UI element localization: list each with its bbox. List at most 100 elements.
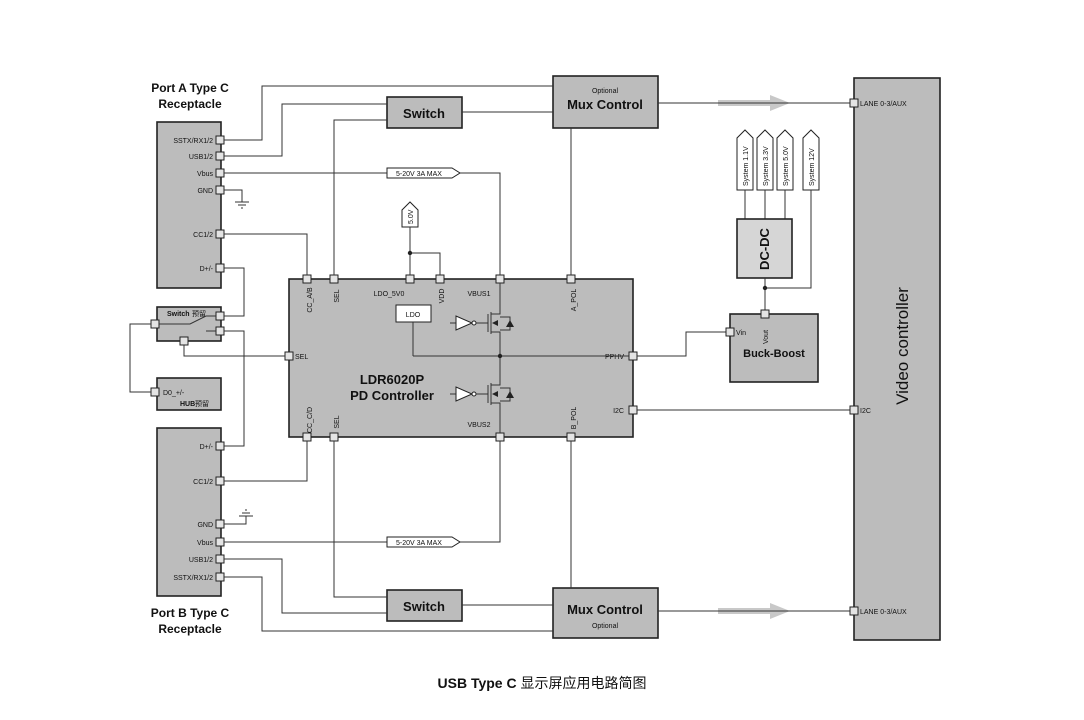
hub-suffix: 预留: [195, 399, 209, 408]
caption-rest: 显示屏应用电路简图: [517, 675, 647, 691]
pd-pin-pphv: PPHV: [605, 354, 624, 361]
switch-contact: [159, 315, 216, 325]
buck-vout-label: Vout: [763, 330, 770, 344]
pd-pin-ldo5v0: LDO_5V0: [374, 291, 405, 298]
pin: [405, 274, 415, 284]
video-controller-label: Video controller: [893, 287, 912, 405]
mux-bottom-block: [552, 587, 659, 639]
hub-label: HUB: [180, 401, 195, 408]
pin: [215, 311, 225, 321]
port-b-receptacle: [156, 427, 222, 597]
rail-tag: [802, 129, 820, 191]
pin: [215, 554, 225, 564]
switch-reserved-suffix: 预留: [192, 309, 206, 318]
pin: [215, 168, 225, 178]
pd-pin-cc-cd: CC_C/D: [307, 407, 314, 433]
rail-tag: [756, 129, 774, 191]
port-b-pin-vbus: Vbus: [197, 540, 213, 547]
mux-top-optional: Optional: [592, 88, 619, 95]
pd-pin-apol: A_POL: [571, 289, 578, 312]
pin: [179, 336, 189, 346]
caption-bold: USB Type C: [438, 675, 517, 691]
tag-5v0: [401, 201, 419, 228]
pin: [215, 476, 225, 486]
pin: [215, 185, 225, 195]
switch-bottom-block: [386, 589, 463, 622]
pin: [495, 432, 505, 442]
hub-pin-label: D0_+/-: [163, 390, 185, 397]
tag-5v0-label: 5.0V: [408, 209, 415, 224]
pin: [215, 441, 225, 451]
gate-driver-1: [450, 315, 488, 331]
port-b-pin-cc: CC1/2: [193, 479, 213, 486]
port-a-title-2: Receptacle: [158, 97, 222, 111]
pin: [215, 572, 225, 582]
vbus-tag-bottom: [386, 536, 461, 548]
video-i2c: I2C: [860, 408, 871, 415]
buck-boost-label: Buck-Boost: [743, 348, 805, 360]
pd-pin-i2c: I2C: [613, 408, 624, 415]
rail-tag: [736, 129, 754, 191]
vbus-tag-bottom-label: 5-20V 3A MAX: [396, 540, 442, 547]
ground-symbol-a: [224, 189, 249, 209]
port-a-receptacle: [156, 121, 222, 289]
pin: [215, 151, 225, 161]
port-a-title-1: Port A Type C: [151, 81, 229, 95]
switch-bottom-label: Switch: [403, 599, 445, 614]
video-controller-block: [853, 77, 941, 641]
pd-title-1: LDR6020P: [360, 372, 425, 387]
buck-boost-block: [729, 313, 819, 383]
dcdc-block: [736, 218, 793, 279]
port-b-pins: D+/- CC1/2 GND Vbus USB1/2 SSTX/RX1/2: [173, 441, 225, 582]
ground-symbol-b: [224, 509, 253, 525]
pin: [725, 327, 735, 337]
dcdc-label: DC-DC: [757, 227, 772, 269]
pin: [302, 432, 312, 442]
port-a-pin-usb: USB1/2: [189, 154, 213, 161]
switch-reserved-label: Switch: [167, 311, 190, 318]
rail-3v3-label: System 3.3V: [763, 146, 770, 186]
figure-caption: USB Type C 显示屏应用电路简图: [438, 675, 647, 691]
mux-top-label: Mux Control: [567, 97, 643, 112]
pin: [849, 98, 859, 108]
rail-12v-label: System 12V: [809, 148, 816, 186]
port-a-pin-vbus: Vbus: [197, 171, 213, 178]
port-b-pin-gnd: GND: [197, 522, 213, 529]
mux-bottom-label: Mux Control: [567, 602, 643, 617]
port-b-title-2: Receptacle: [158, 622, 222, 636]
port-a-pin-dpdm: D+/-: [200, 266, 214, 273]
port-b-pin-dpdm: D+/-: [200, 444, 214, 451]
vbus-tag-top-label: 5-20V 3A MAX: [396, 171, 442, 178]
pin: [215, 229, 225, 239]
pd-pin-vbus1: VBUS1: [468, 291, 491, 298]
pin: [215, 135, 225, 145]
pin: [849, 606, 859, 616]
pin: [215, 537, 225, 547]
rail-1v1-label: System 1.1V: [743, 146, 750, 186]
rail-5v0-label: System 5.0V: [783, 146, 790, 186]
pd-title-2: PD Controller: [350, 388, 434, 403]
pin: [495, 274, 505, 284]
pd-controller-block: [288, 278, 634, 438]
vbus-tag-top: [386, 167, 461, 179]
pin: [329, 274, 339, 284]
switch-top-label: Switch: [403, 106, 445, 121]
pin: [566, 432, 576, 442]
hub-reserved-block: [156, 377, 222, 411]
system-rails: System 1.1V System 3.3V System 5.0V Syst…: [736, 129, 820, 191]
pin: [628, 405, 638, 415]
pin: [302, 274, 312, 284]
pin: [215, 519, 225, 529]
mosfet-2: [487, 357, 514, 433]
pin: [435, 274, 445, 284]
pd-pin-bpol: B_POL: [571, 407, 578, 430]
gate-driver-2: [450, 386, 488, 402]
pin: [150, 319, 160, 329]
switch-top-block: [386, 96, 463, 129]
port-b-title-1: Port B Type C: [151, 606, 230, 620]
mux-top-block: [552, 75, 659, 129]
video-lane-top: LANE 0-3/AUX: [860, 101, 907, 108]
mux-bottom-optional: Optional: [592, 623, 619, 630]
